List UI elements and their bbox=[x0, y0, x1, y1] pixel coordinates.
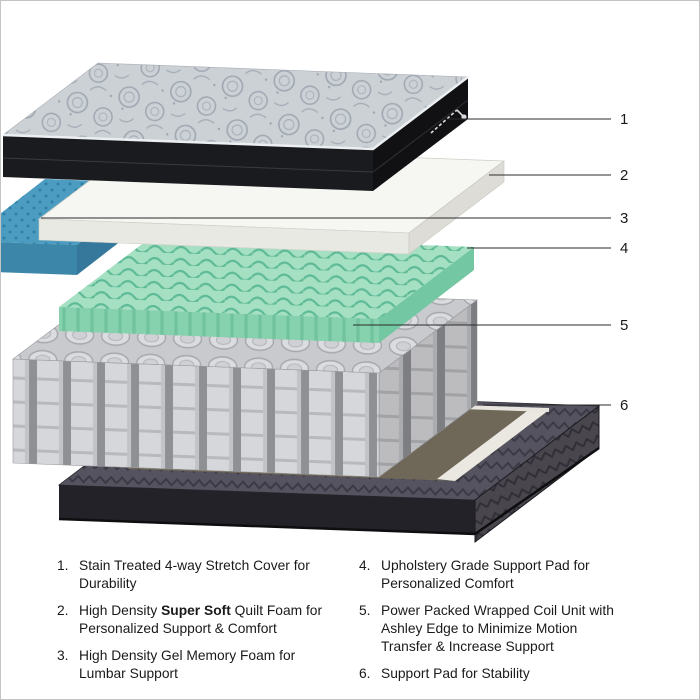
zipper-cord bbox=[456, 109, 464, 117]
green-right-face bbox=[379, 247, 474, 343]
legend-item-number: 6. bbox=[359, 665, 371, 681]
callouts: 1 2 3 4 5 6 bbox=[41, 111, 628, 414]
legend-item-text: Power Packed Wrapped Coil Unit with Ashl… bbox=[381, 602, 631, 656]
zipper-teeth bbox=[430, 109, 458, 134]
legend-text-pre: Support Pad for Stability bbox=[381, 665, 530, 681]
cover-piping bbox=[2, 76, 469, 151]
callout-number-5: 5 bbox=[620, 317, 628, 334]
zipper-pull bbox=[461, 114, 467, 120]
legend-item-6: 6. Support Pad for Stability bbox=[359, 665, 631, 683]
legend-item-text: Stain Treated 4-way Stretch Cover for Du… bbox=[79, 557, 329, 593]
legend-column-left: 1. Stain Treated 4-way Stretch Cover for… bbox=[57, 557, 329, 683]
gel-front-face bbox=[1, 242, 77, 275]
layer-quilted-cover bbox=[2, 62, 469, 191]
legend-item-text: Upholstery Grade Support Pad for Persona… bbox=[381, 557, 631, 593]
callout-number-1: 1 bbox=[620, 111, 628, 128]
band-stitch-front bbox=[2, 157, 374, 173]
legend-item-number: 1. bbox=[57, 558, 69, 573]
white-foam-right-face bbox=[408, 160, 505, 255]
legend-item-text: Support Pad for Stability bbox=[381, 665, 631, 683]
base-edge-white-strip bbox=[437, 408, 549, 481]
coil-right-face-shade bbox=[379, 300, 477, 477]
callout-number-2: 2 bbox=[620, 167, 628, 184]
cover-band-right bbox=[373, 77, 468, 191]
mattress-illustration: 1 2 3 4 5 6 bbox=[1, 62, 628, 544]
legend-item-2: 2. High Density Super Soft Quilt Foam fo… bbox=[57, 602, 329, 638]
legend-text-pre: High Density bbox=[79, 602, 162, 618]
callout-number-3: 3 bbox=[620, 210, 628, 227]
legend-item-number: 3. bbox=[57, 647, 69, 663]
legend-item-4: 4. Upholstery Grade Support Pad for Pers… bbox=[359, 557, 631, 593]
legend-text-pre: Stain Treated 4-way Stretch Cover for Du… bbox=[79, 558, 310, 591]
base-bottom-edge bbox=[58, 446, 600, 536]
legend-text-post: Quilt Foam for Personalized Support & Co… bbox=[79, 602, 323, 636]
legend-text-pre: Power Packed Wrapped Coil Unit with Ashl… bbox=[381, 602, 614, 654]
mattress-exploded-figure: 1 2 3 4 5 6 bbox=[1, 7, 699, 547]
green-top-waves bbox=[59, 235, 474, 319]
zipper-icon bbox=[430, 109, 467, 134]
legend-text-pre: High Density Gel Memory Foam for Lumbar … bbox=[79, 647, 296, 681]
legend-item-number: 5. bbox=[359, 602, 371, 618]
legend-item-number: 4. bbox=[359, 558, 371, 573]
legend: 1. Stain Treated 4-way Stretch Cover for… bbox=[57, 557, 669, 683]
cover-band-front bbox=[3, 135, 373, 191]
legend-item-3: 3. High Density Gel Memory Foam for Lumb… bbox=[57, 647, 329, 683]
legend-item-number: 2. bbox=[57, 602, 69, 618]
legend-item-1: 1. Stain Treated 4-way Stretch Cover for… bbox=[57, 557, 329, 593]
callout-number-4: 4 bbox=[620, 240, 628, 257]
legend-column-right: 4. Upholstery Grade Support Pad for Pers… bbox=[359, 557, 631, 683]
legend-item-text: High Density Super Soft Quilt Foam for P… bbox=[79, 602, 329, 638]
legend-text-pre: Upholstery Grade Support Pad for Persona… bbox=[381, 558, 590, 591]
layer-green-support-foam bbox=[59, 235, 474, 343]
legend-item-5: 5. Power Packed Wrapped Coil Unit with A… bbox=[359, 602, 631, 656]
callout-number-6: 6 bbox=[620, 397, 628, 414]
legend-text-bold: Super Soft bbox=[161, 602, 231, 618]
green-front-ribs bbox=[59, 307, 379, 343]
band-stitch-right bbox=[372, 99, 469, 173]
coil-front-face bbox=[12, 358, 380, 478]
legend-item-text: High Density Gel Memory Foam for Lumbar … bbox=[79, 647, 329, 683]
